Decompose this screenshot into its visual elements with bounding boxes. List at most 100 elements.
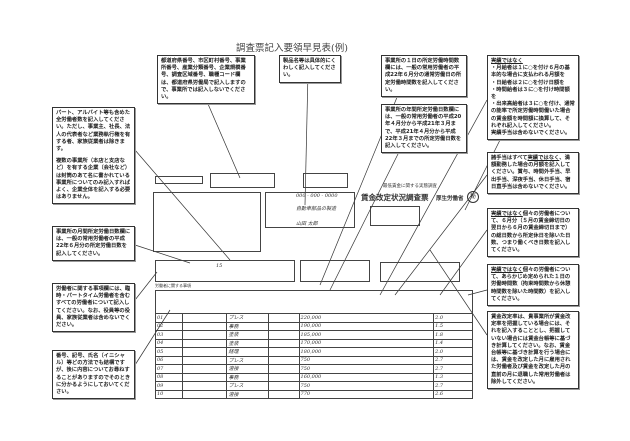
notice-box bbox=[370, 206, 420, 226]
job-title: 経理 bbox=[226, 347, 269, 357]
status-cells bbox=[181, 347, 228, 357]
note-item: ・時間給者は３に○を付け時間額を bbox=[491, 86, 570, 101]
note-product: 製品名等は具体的にくわしく記入してください。 bbox=[279, 55, 341, 83]
row-number: 09 bbox=[155, 381, 183, 391]
note-revision-rate: 賃金改定率は、貴事業所が賃金改定率を把握している場合には、それを記入することとし… bbox=[487, 311, 579, 390]
hours-cells bbox=[267, 364, 300, 374]
note-item: ・出来高給者は３に○を付け、通常の能率で所定労働時間働いた場合の賃金額を時間額に… bbox=[491, 101, 575, 129]
job-title: プレス bbox=[226, 355, 269, 365]
revision-rate: 2.7 bbox=[433, 381, 473, 391]
revision-rate: 2.7 bbox=[433, 364, 473, 374]
row-number: 05 bbox=[155, 347, 183, 357]
hours-cells bbox=[267, 355, 300, 365]
establishment-items-box: 15 bbox=[155, 260, 295, 282]
note-item: ・月給者は１に○を付け６月の基本的な場合に支払われる月額を bbox=[491, 65, 570, 79]
note-codes: 都道府県番号、市区町村番号、事業所番号、産業分類番号、企業規模番号、調査区域番号… bbox=[157, 55, 255, 105]
note-wage-type: 実績ではなく ・月給者は１に○を付け６月の基本的な場合に支払われる月額を ・日給… bbox=[487, 55, 579, 141]
row-number: 10 bbox=[155, 389, 183, 399]
row-number: 03 bbox=[155, 330, 183, 340]
status-cells bbox=[181, 355, 228, 365]
note-text: 賃金改定率は、貴事業所が賃金改定率を把握している場合には、それを記入することとし… bbox=[491, 314, 571, 385]
survey-name: 最低賃金に関する実態調査 bbox=[383, 184, 437, 189]
note-work-hours: 実績ではなく個々の労働者について、あらかじめ定められた１日の労働時間数（拘束時間… bbox=[487, 264, 579, 307]
note-text: 事業所の月間所定労働日数欄には、一般の常用労働者の平成22年６月分の所定労働日数… bbox=[56, 229, 131, 257]
note-text: 労働者に関する事項欄には、臨時・パートタイム労働者を含むすべての労働者について記… bbox=[56, 286, 131, 329]
status-cells bbox=[181, 364, 228, 374]
revision-rate: 1.3 bbox=[433, 372, 473, 382]
page-title: 調査票記入要領早見表(例) bbox=[236, 43, 348, 54]
status-cells bbox=[181, 313, 228, 323]
form-code-box bbox=[155, 176, 203, 184]
status-cells bbox=[181, 338, 228, 348]
hours-cells bbox=[267, 372, 300, 382]
row-number: 07 bbox=[155, 364, 183, 374]
hours-cells bbox=[267, 338, 300, 348]
note-text: 番号、記号、氏名（イニシャル）等どの方法でも結構ですが、後に内容についてお尋ねす… bbox=[56, 353, 131, 396]
note-text: 事業所の１日の所定労働時間数欄には、一般の常用労働者の平成22年６月分の通常労働… bbox=[385, 58, 462, 93]
revision-rate: 2.0 bbox=[433, 313, 473, 323]
note-text: 諸手当はすべて bbox=[491, 155, 528, 161]
status-cells bbox=[181, 321, 228, 331]
header-cell bbox=[155, 290, 473, 314]
note-text: 都道府県番号、市区町村番号、事業所番号、産業分類番号、企業規模番号、調査区域番号… bbox=[161, 58, 246, 101]
job-title: 溶接 bbox=[226, 389, 269, 399]
note-annual-days: 事業所の年間所定労働日数欄には、一般の常用労働者の平成20年４月分から平成21年… bbox=[381, 104, 467, 154]
hours-cells bbox=[267, 389, 300, 399]
note-initials: 番号、記号、氏名（イニシャル）等どの方法でも結構ですが、後に内容についてお尋ねす… bbox=[52, 350, 135, 400]
note-text: 、満額勤務した場合の月額を記入してください。賞与、時間外手当、早出手当、深夜手当… bbox=[491, 155, 571, 190]
wage-value: 185,000 bbox=[298, 330, 435, 340]
status-cells bbox=[181, 330, 228, 340]
job-title: プレス bbox=[226, 313, 269, 323]
wage-value: 180,000 bbox=[298, 347, 435, 357]
table-header bbox=[155, 290, 473, 314]
section-label: 労働者に関する事項 bbox=[155, 283, 191, 288]
row-number: 08 bbox=[155, 372, 183, 382]
confidential-seal: 秘 bbox=[467, 191, 479, 203]
wage-value: 750 bbox=[298, 381, 435, 391]
wage-value: 750 bbox=[298, 364, 435, 374]
hours-cells bbox=[267, 347, 300, 357]
hours-cells bbox=[267, 321, 300, 331]
job-title: 事務 bbox=[226, 372, 269, 382]
note-work-days: 実績ではなく個々の労働者について、６月分（５月の賃金締切日の翌日から６月の賃金締… bbox=[487, 208, 579, 258]
note-daily-hours: 事業所の１日の所定労働時間数欄には、一般の常用労働者の平成22年６月分の通常労働… bbox=[381, 55, 467, 98]
survey-form: 000 - 000 - 0000 自動車部品の製造 山田 太郎 最低賃金に関する… bbox=[153, 170, 479, 399]
status-cells bbox=[181, 381, 228, 391]
note-monthly-days: 事業所の月間所定労働日数欄には、一般の常用労働者の平成22年６月分の所定労働日数… bbox=[52, 226, 135, 261]
status-cells bbox=[181, 389, 228, 399]
row-number: 01 bbox=[155, 313, 183, 323]
revision-box bbox=[380, 262, 460, 282]
note-text: パート、アルバイト等も含めた全労働者数を記入してください。ただし、事業主、社長、… bbox=[56, 110, 131, 153]
ministry-name: 厚生労働省 bbox=[436, 196, 464, 202]
note-item: 実績手当は含めないでください。 bbox=[491, 130, 571, 137]
note-text: 個々の労働者について、あらかじめ定められた１日の労働時間数（拘束時間数から休憩時… bbox=[491, 267, 571, 302]
form-code-grid bbox=[210, 173, 275, 188]
phone-value: 000 - 000 - 0000 bbox=[296, 193, 338, 199]
hours-cells bbox=[267, 313, 300, 323]
wage-value: 220,000 bbox=[298, 313, 435, 323]
revision-rate: 1.5 bbox=[433, 321, 473, 331]
hours-cells bbox=[267, 381, 300, 391]
form-code-grid-2 bbox=[303, 173, 348, 188]
revision-rate: 2.0 bbox=[433, 347, 473, 357]
row-number: 04 bbox=[155, 338, 183, 348]
job-title: 塗装 bbox=[226, 330, 269, 340]
note-text: 個々の労働者について、６月分（５月の賃金締切日の翌日から６月の賃金締切日まで）の… bbox=[491, 211, 571, 254]
job-title: 溶接 bbox=[226, 364, 269, 374]
note-lead: 実績ではなく bbox=[491, 267, 523, 273]
person-value: 山田 太郎 bbox=[296, 221, 318, 227]
note-lead: 実績ではなく bbox=[527, 155, 560, 161]
revision-rate: 1.4 bbox=[433, 338, 473, 348]
form-title: 賃金改定状況調査票 bbox=[361, 193, 429, 202]
note-text: 複数の事業所（本店と支店など）を有する企業（会社など）は封筒のあて名に書かれてい… bbox=[56, 158, 131, 201]
job-title: プレス bbox=[226, 381, 269, 391]
revision-rate: 2.6 bbox=[433, 389, 473, 399]
